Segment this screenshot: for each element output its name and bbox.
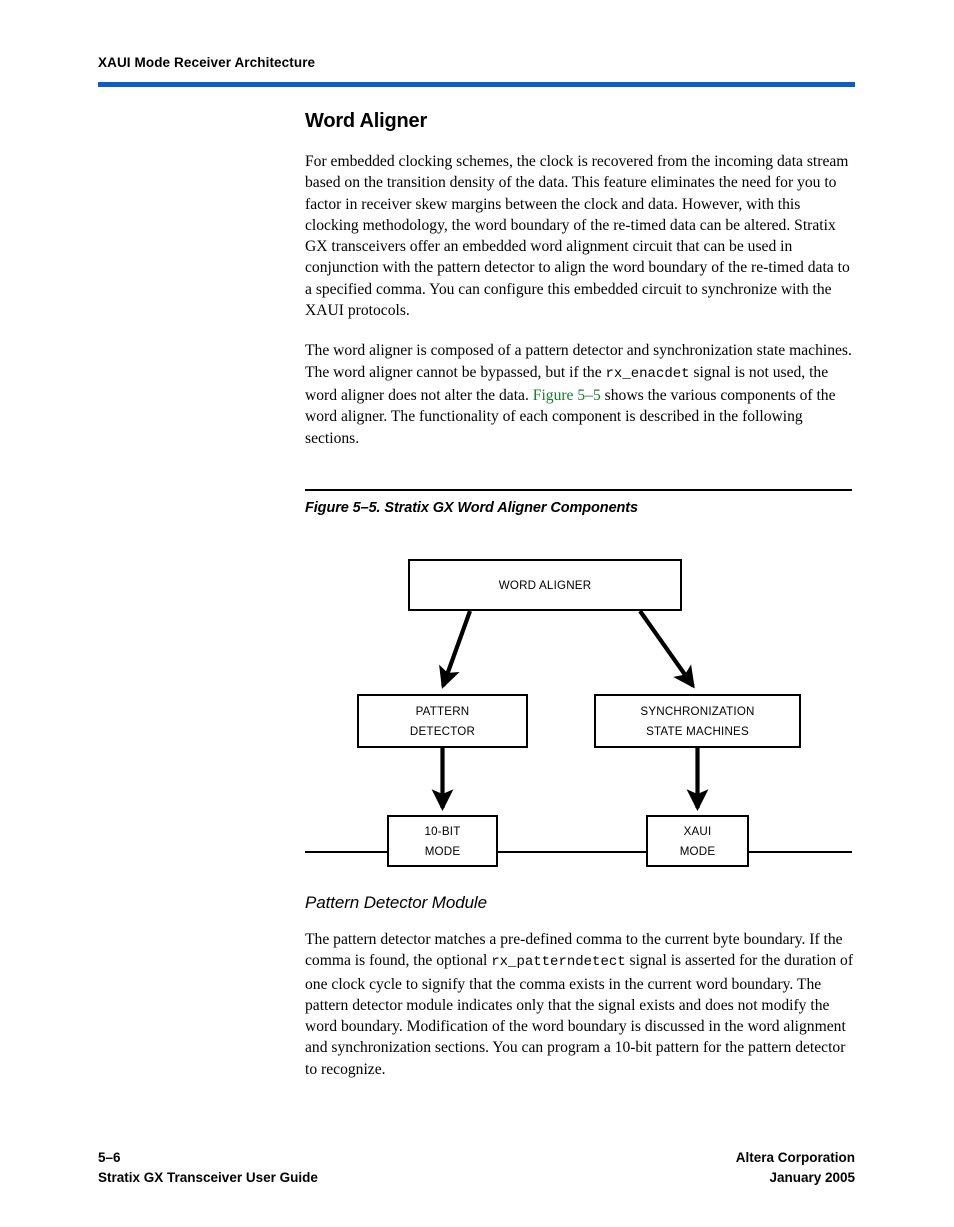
figure-top-rule — [305, 489, 852, 491]
page-footer: 5–6 Altera Corporation Stratix GX Transc… — [98, 1148, 855, 1187]
paragraph-text-part-1: The pattern detector matches a pre-defin… — [305, 931, 843, 970]
footer-date: January 2005 — [769, 1169, 855, 1185]
node-label-line-2: MODE — [679, 844, 716, 858]
paragraph-text-part-2: signal is not used, the word aligner doe… — [305, 363, 829, 404]
node-label-line-1: PATTERN — [415, 704, 470, 718]
node-label-line-1: WORD ALIGNER — [498, 578, 592, 592]
figure-block: Figure 5–5. Stratix GX Word Aligner Comp… — [305, 489, 852, 867]
diagram-connectors — [431, 609, 709, 812]
node-label-line-1: 10-BIT — [424, 824, 461, 838]
subsection-pattern-detector-module: Pattern Detector Module The pattern dete… — [305, 893, 853, 1080]
diagram-node-xaui-mode: XAUI MODE — [646, 815, 749, 867]
figure-caption: Figure 5–5. Stratix GX Word Aligner Comp… — [305, 500, 638, 516]
signal-name-rx-enacdet: rx_enacdet — [605, 365, 690, 382]
subsection-title: Pattern Detector Module — [305, 893, 487, 912]
diagram-node-sync-state-machines: SYNCHRONIZATION STATE MACHINES — [594, 694, 801, 748]
paragraph-word-aligner-overview: The word aligner is composed of a patter… — [305, 340, 853, 448]
header-rule — [98, 82, 855, 87]
diagram-node-word-aligner: WORD ALIGNER — [408, 559, 682, 611]
figure-bottom-rule — [305, 851, 852, 853]
footer-company: Altera Corporation — [735, 1150, 855, 1165]
paragraph-pattern-detector: The pattern detector matches a pre-defin… — [305, 929, 853, 1080]
figure-diagram: WORD ALIGNER PATTERN DETECTOR SYNCHRONIZ… — [305, 516, 852, 867]
running-header-title: XAUI Mode Receiver Architecture — [98, 55, 316, 70]
main-content: Word Aligner For embedded clocking schem… — [305, 110, 853, 468]
footer-page-number: 5–6 — [98, 1150, 121, 1165]
footer-guide-title: Stratix GX Transceiver User Guide — [98, 1169, 318, 1185]
connector-word-aligner-to-pattern-detector — [439, 610, 472, 689]
signal-name-rx-patterndetect: rx_patterndetect — [491, 954, 626, 971]
paragraph-text-part-2: signal is asserted for the duration of o… — [305, 952, 854, 1078]
diagram-node-pattern-detector: PATTERN DETECTOR — [357, 694, 528, 748]
figure-cross-reference-link[interactable]: Figure 5–5 — [532, 386, 601, 404]
paragraph-text-part-3: shows the various components of the word… — [305, 386, 836, 447]
diagram-node-10bit-mode: 10-BIT MODE — [387, 815, 498, 867]
connector-word-aligner-to-sync-state-machines — [638, 609, 695, 689]
node-label-line-2: STATE MACHINES — [646, 724, 749, 738]
paragraph-text-part-1: The word aligner is composed of a patter… — [305, 342, 852, 381]
footer-row-top: 5–6 Altera Corporation — [98, 1148, 855, 1168]
footer-row-bottom: Stratix GX Transceiver User Guide Januar… — [98, 1168, 855, 1188]
node-label-line-1: SYNCHRONIZATION — [640, 704, 755, 718]
paragraph-embedded-clocking: For embedded clocking schemes, the clock… — [305, 153, 850, 320]
node-label-line-1: XAUI — [683, 824, 712, 838]
node-label-line-2: MODE — [424, 844, 461, 858]
page-title: Word Aligner — [305, 110, 428, 132]
node-label-line-2: DETECTOR — [409, 724, 476, 738]
